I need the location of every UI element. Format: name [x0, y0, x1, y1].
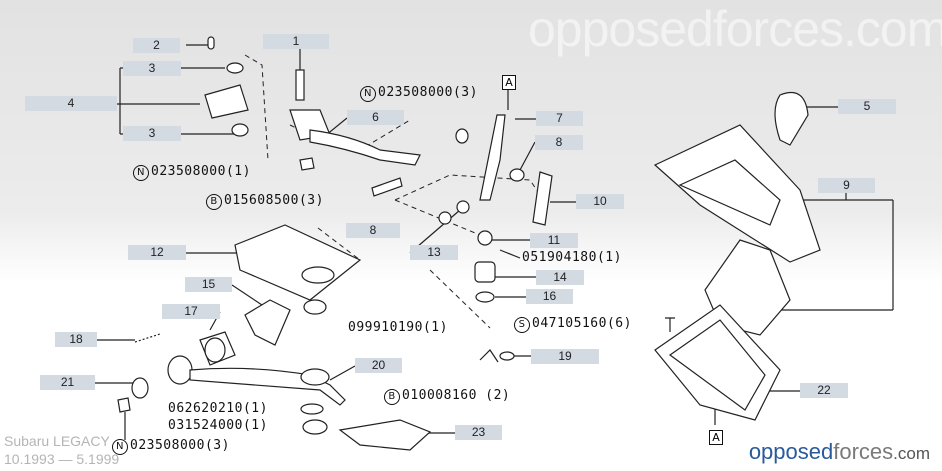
callout-5[interactable]: 5 — [838, 99, 896, 114]
callout-17[interactable]: 17 — [162, 304, 220, 319]
callout-10[interactable]: 10 — [576, 194, 624, 209]
callout-12[interactable]: 12 — [128, 245, 186, 260]
callout-8[interactable]: 8 — [535, 135, 583, 150]
callout-21[interactable]: 21 — [40, 375, 95, 390]
site-logo[interactable]: opposedforces.com — [748, 439, 930, 464]
callout-9[interactable]: 9 — [818, 178, 875, 193]
part-number: 062620210(1) — [168, 401, 268, 416]
callout-23[interactable]: 23 — [455, 425, 502, 440]
callout-3[interactable]: 3 — [123, 61, 181, 76]
callout-6[interactable]: 6 — [347, 110, 404, 125]
callout-4[interactable]: 4 — [25, 96, 117, 111]
callout-18[interactable]: 18 — [55, 332, 97, 347]
footer-model: Subaru LEGACY — [4, 433, 110, 449]
reference-mark-a: A — [502, 75, 516, 90]
reference-mark-a: A — [709, 430, 723, 445]
callout-11[interactable]: 11 — [530, 233, 578, 248]
callout-13[interactable]: 13 — [410, 245, 458, 260]
callout-15[interactable]: 15 — [185, 277, 232, 292]
callout-16[interactable]: 16 — [526, 289, 573, 304]
callout-8[interactable]: 8 — [346, 223, 400, 238]
part-number: 099910190(1) — [348, 320, 448, 335]
callout-20[interactable]: 20 — [355, 358, 402, 373]
watermark: opposedforces.com — [528, 1, 942, 57]
callout-7[interactable]: 7 — [536, 111, 583, 126]
footer-years: 10.1993 — 5.1999 — [4, 451, 120, 467]
part-shapes — [117, 36, 821, 451]
callout-14[interactable]: 14 — [536, 270, 584, 285]
part-number: 031524000(1) — [168, 418, 268, 433]
callout-3[interactable]: 3 — [123, 126, 181, 141]
callout-1[interactable]: 1 — [263, 34, 329, 49]
callout-19[interactable]: 19 — [531, 349, 599, 364]
part-number: 051904180(1) — [522, 250, 622, 265]
callout-2[interactable]: 2 — [133, 38, 180, 53]
callout-22[interactable]: 22 — [800, 383, 848, 398]
